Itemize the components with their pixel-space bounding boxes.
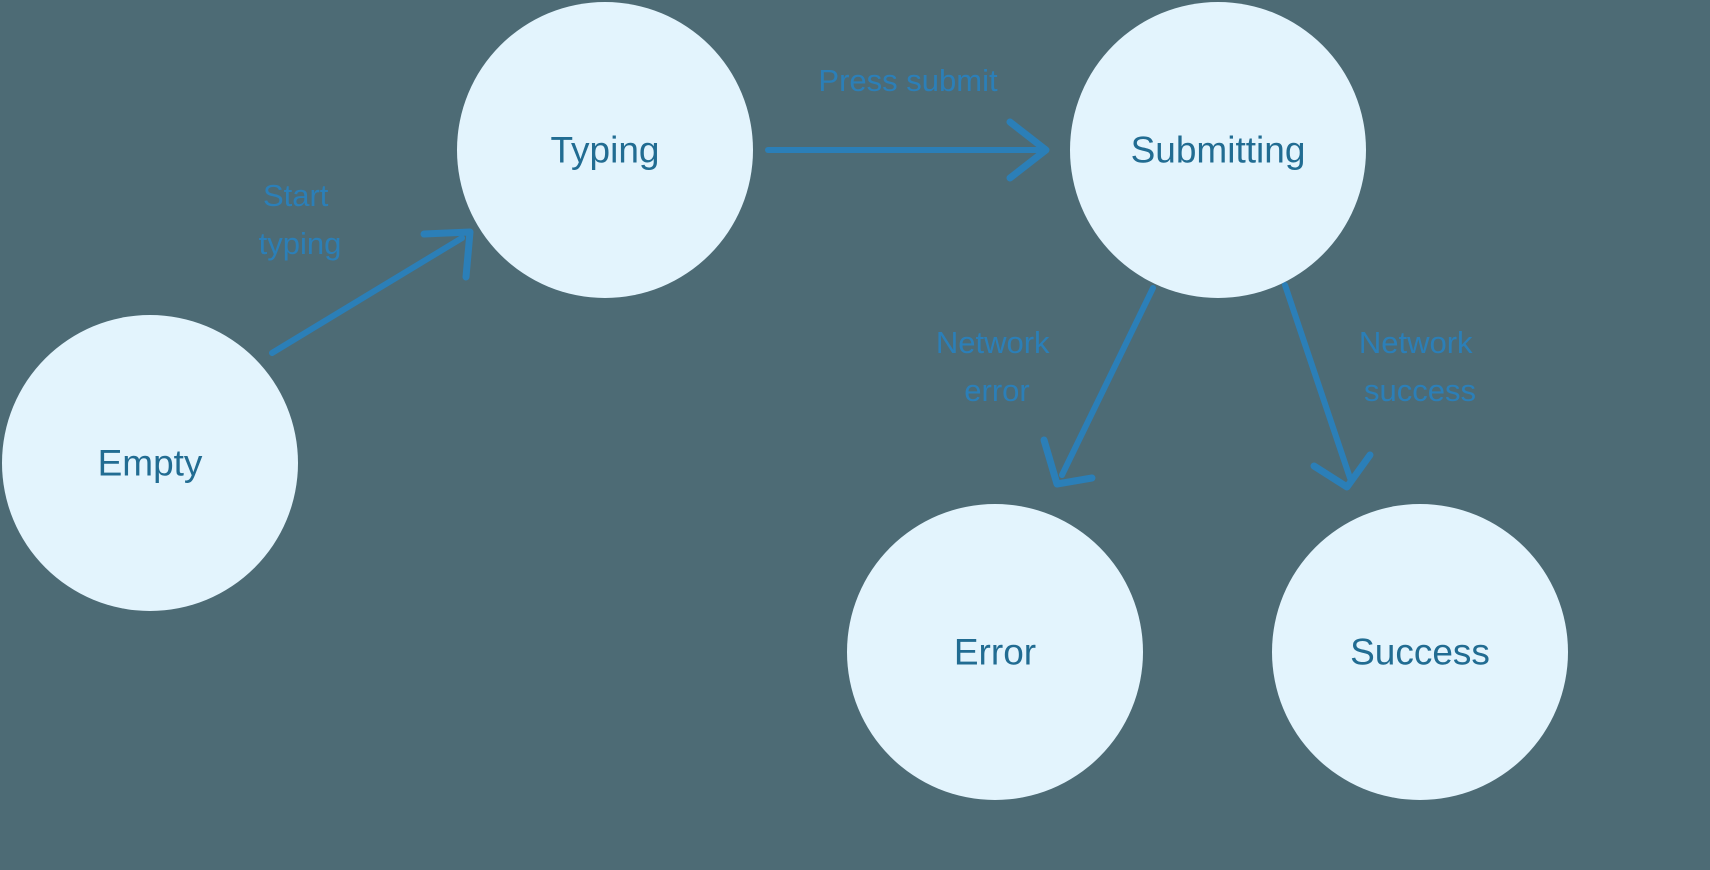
arrowhead-icon bbox=[1040, 436, 1096, 488]
node-typing[interactable]: Typing bbox=[457, 2, 753, 298]
node-label-submitting: Submitting bbox=[1131, 130, 1306, 171]
node-error[interactable]: Error bbox=[847, 504, 1143, 800]
edge-typing-to-submitting[interactable] bbox=[765, 118, 1050, 182]
node-label-empty: Empty bbox=[98, 443, 203, 484]
edge-label-line: error bbox=[964, 373, 1029, 408]
edge-label-network-success: Network success bbox=[1359, 325, 1481, 408]
node-empty[interactable]: Empty bbox=[2, 315, 298, 611]
edge-label-start-typing: Start typing bbox=[259, 178, 342, 261]
edge-label-line: Press submit bbox=[818, 63, 998, 98]
edge-line bbox=[269, 235, 465, 356]
edge-label-press-submit: Press submit bbox=[818, 63, 998, 98]
node-circle bbox=[457, 2, 753, 298]
edge-label-network-error: Network error bbox=[936, 325, 1058, 408]
node-submitting[interactable]: Submitting bbox=[1070, 2, 1366, 298]
edge-empty-to-typing[interactable] bbox=[269, 228, 474, 356]
node-label-success: Success bbox=[1350, 632, 1490, 673]
node-label-error: Error bbox=[954, 632, 1036, 673]
node-circle bbox=[2, 315, 298, 611]
node-circle bbox=[1272, 504, 1568, 800]
edge-label-line: Network bbox=[1359, 325, 1473, 360]
edge-label-line: typing bbox=[259, 226, 342, 261]
arrowhead-icon bbox=[1006, 118, 1050, 182]
node-label-typing: Typing bbox=[550, 130, 659, 171]
node-success[interactable]: Success bbox=[1272, 504, 1568, 800]
edge-submitting-to-success[interactable] bbox=[1282, 282, 1374, 491]
edge-submitting-to-error[interactable] bbox=[1040, 285, 1156, 488]
edge-line bbox=[1059, 285, 1156, 478]
edge-label-line: Start bbox=[263, 178, 329, 213]
node-circle bbox=[847, 504, 1143, 800]
edge-line bbox=[1282, 282, 1353, 481]
arrowhead-icon bbox=[420, 228, 474, 281]
arrowhead-icon bbox=[1310, 451, 1374, 491]
node-circle bbox=[1070, 2, 1366, 298]
edge-label-line: success bbox=[1364, 373, 1476, 408]
edge-label-line: Network bbox=[936, 325, 1050, 360]
